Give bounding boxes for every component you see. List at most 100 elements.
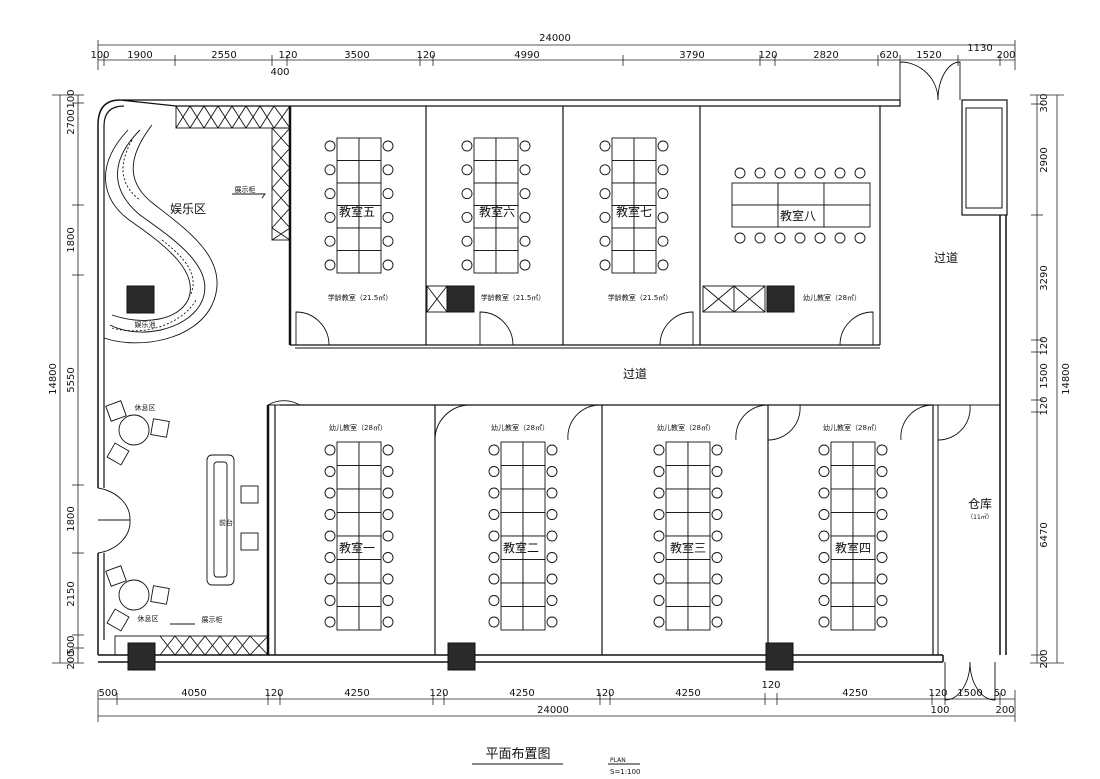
room-label-classroom-4: 教室四 — [835, 540, 871, 555]
chair — [488, 595, 500, 606]
corridor-label: 过道 — [934, 251, 958, 265]
desk — [830, 488, 854, 513]
display-cabinets — [114, 105, 766, 656]
chair — [876, 509, 888, 520]
desk — [522, 465, 546, 490]
dim-bottom: 120 — [264, 688, 283, 699]
chair — [734, 167, 746, 179]
desk — [852, 441, 876, 466]
chair — [324, 164, 336, 176]
rest-area-label: 休息区 — [138, 614, 159, 623]
desk — [633, 137, 657, 161]
desk — [852, 559, 876, 584]
dim-top: 1130 — [967, 43, 992, 54]
desk — [823, 182, 871, 206]
room-area-infant: 幼儿教室（28㎡） — [823, 423, 881, 432]
dim-bottom-small: 200 — [995, 705, 1014, 716]
desk — [665, 606, 689, 631]
desk — [336, 465, 360, 490]
dim-bottom: 4250 — [509, 688, 534, 699]
chair — [774, 167, 786, 179]
desk — [500, 465, 524, 490]
dim-right-total: 14800 — [1061, 363, 1072, 395]
desk — [830, 465, 854, 490]
chair — [711, 616, 723, 628]
walls — [97, 99, 1008, 663]
chair — [794, 232, 806, 244]
chair — [324, 466, 336, 477]
play-structure — [103, 124, 218, 344]
desk — [358, 227, 382, 251]
chair — [599, 259, 611, 271]
desk — [495, 227, 519, 251]
dim-left: 500 — [66, 635, 77, 654]
chair — [657, 235, 669, 247]
storage-label: 仓库 — [968, 496, 992, 511]
chair — [854, 167, 866, 179]
display-cabinet-label: 展示柜 — [202, 615, 223, 624]
dim-bottom: 4250 — [842, 688, 867, 699]
desk — [852, 512, 876, 537]
chair — [382, 573, 394, 585]
desk — [665, 512, 689, 537]
desk — [473, 137, 497, 161]
dim-bottom: 120 — [928, 688, 947, 699]
desk — [336, 582, 360, 607]
chair — [324, 188, 336, 200]
rest-area-label: 休息区 — [135, 403, 156, 412]
chair — [382, 487, 394, 499]
desk — [336, 250, 360, 274]
scale-label: S=1:100 — [610, 768, 640, 776]
chair — [876, 466, 888, 477]
desk — [687, 606, 711, 631]
dim-top: 120 — [758, 50, 777, 61]
chair — [653, 552, 665, 563]
desk — [665, 559, 689, 584]
entertainment-zone-label: 娱乐区 — [170, 202, 206, 216]
dim-bottom: 4250 — [344, 688, 369, 699]
chair — [834, 232, 846, 244]
storage-area-label: （11㎡） — [967, 513, 993, 521]
chair — [653, 487, 665, 499]
chair — [382, 530, 394, 542]
dim-right: 3290 — [1039, 265, 1050, 290]
desk — [611, 137, 635, 161]
chair — [382, 211, 394, 223]
desk — [336, 441, 360, 466]
desk — [611, 227, 635, 251]
dim-top-total: 24000 — [539, 33, 571, 44]
desk — [852, 488, 876, 513]
chair — [519, 140, 531, 152]
chair — [324, 552, 336, 563]
chair — [876, 552, 888, 563]
dim-bottom: 1500 — [957, 688, 982, 699]
desk — [336, 137, 360, 161]
desk — [731, 204, 779, 228]
chair — [711, 595, 723, 606]
desk — [500, 582, 524, 607]
chair — [324, 140, 336, 152]
room-area-infant: 幼儿教室（28㎡） — [657, 423, 715, 432]
desk — [665, 488, 689, 513]
dim-right: 6470 — [1039, 522, 1050, 547]
chair — [599, 188, 611, 200]
desk — [665, 582, 689, 607]
desk — [358, 512, 382, 537]
desk — [687, 512, 711, 537]
chair — [711, 573, 723, 585]
desk — [633, 250, 657, 274]
chair — [818, 487, 830, 499]
room-label-classroom-8: 教室八 — [780, 208, 816, 223]
desk — [522, 582, 546, 607]
desk — [830, 559, 854, 584]
chair — [818, 616, 830, 628]
chair — [488, 487, 500, 499]
desk — [852, 606, 876, 631]
chair — [382, 235, 394, 247]
dim-top: 1520 — [916, 50, 941, 61]
desk — [633, 227, 657, 251]
chair — [488, 444, 500, 456]
chair — [657, 140, 669, 152]
desk — [473, 182, 497, 206]
chair — [546, 530, 558, 542]
